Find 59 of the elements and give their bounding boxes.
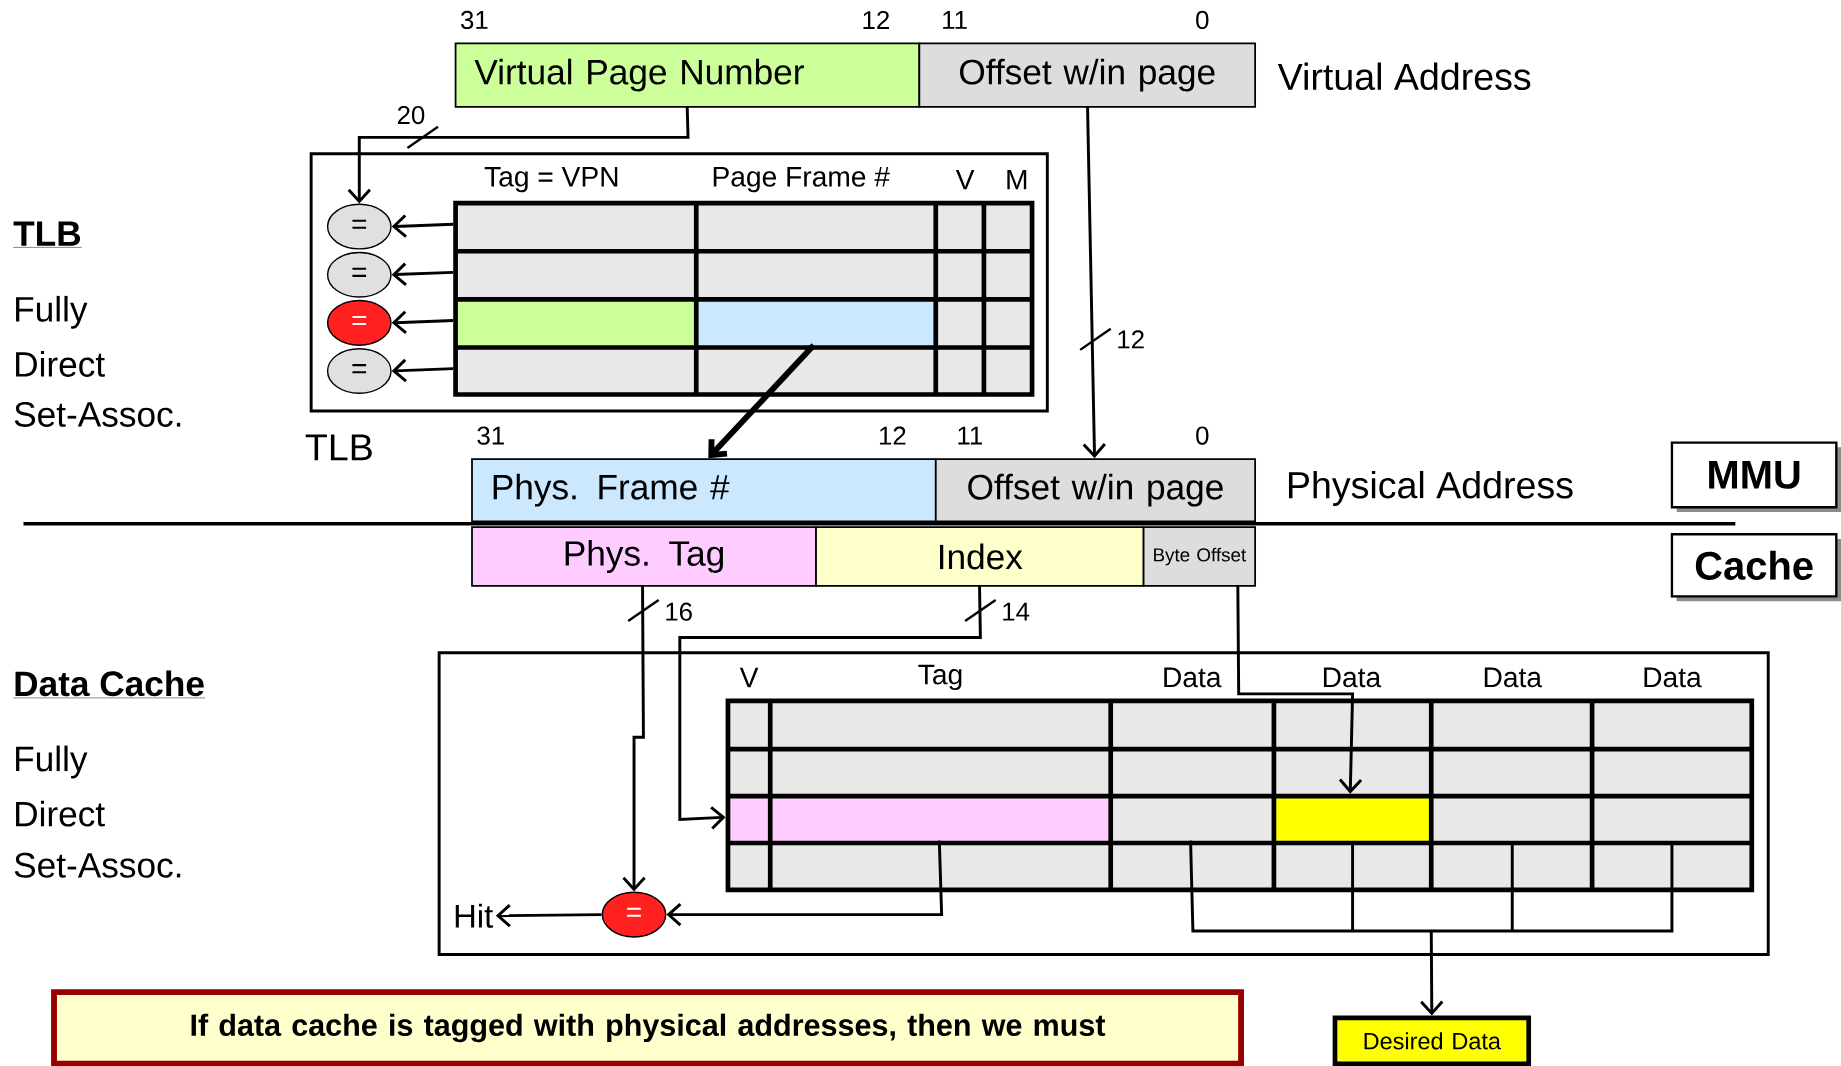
address-field: Byte Offset bbox=[1142, 526, 1256, 587]
edge-label: 12 bbox=[1115, 329, 1147, 350]
arrow bbox=[391, 214, 454, 238]
arrow bbox=[391, 310, 454, 334]
column-header: Data bbox=[1484, 667, 1542, 688]
note-box: If data cache is tagged with physical addresses, then we must bbox=[51, 989, 1244, 1066]
column-header: V bbox=[955, 169, 975, 190]
column-header: Data bbox=[1644, 667, 1702, 688]
section-heading: TLB bbox=[12, 221, 82, 248]
output-box: Desired Data bbox=[1332, 1015, 1532, 1066]
address-field: Phys. Frame # bbox=[471, 458, 937, 523]
column-header: Data bbox=[1323, 667, 1382, 688]
arrow bbox=[1236, 584, 1363, 794]
bit-number: 12 bbox=[879, 426, 906, 445]
bit-number: 31 bbox=[477, 426, 504, 445]
comparator: = bbox=[326, 299, 392, 346]
text-label: Set-Assoc. bbox=[14, 852, 181, 878]
output-label: Hit bbox=[455, 903, 493, 928]
column-header: Data bbox=[1164, 667, 1222, 688]
comparator: = bbox=[326, 251, 392, 298]
arrow bbox=[708, 343, 816, 459]
arrow bbox=[495, 903, 602, 928]
address-field: Index bbox=[815, 526, 1145, 587]
comparator: = bbox=[601, 891, 667, 938]
column-header: M bbox=[1007, 169, 1027, 190]
text-label: Set-Assoc. bbox=[14, 401, 181, 427]
arrow bbox=[622, 584, 646, 892]
text-label: Direct bbox=[16, 800, 105, 827]
column-header: V bbox=[739, 667, 759, 688]
column-header: Page Frame # bbox=[713, 167, 890, 193]
edge-label: 14 bbox=[1000, 601, 1032, 622]
bit-number: 11 bbox=[943, 11, 967, 29]
box-label: TLB bbox=[305, 434, 372, 461]
bit-number: 12 bbox=[863, 10, 889, 29]
column-header: Tag = VPN bbox=[484, 167, 618, 193]
address-field: Offset w/in page bbox=[918, 42, 1256, 108]
section-heading: Data Cache bbox=[12, 670, 206, 699]
arrow bbox=[391, 262, 454, 286]
arrow bbox=[1189, 839, 1674, 1016]
arrow bbox=[347, 105, 690, 204]
text-label: Fully bbox=[16, 295, 88, 329]
comparator: = bbox=[326, 347, 392, 394]
bit-number: 11 bbox=[958, 426, 982, 445]
arrow bbox=[391, 358, 454, 383]
frame-box bbox=[437, 651, 1770, 956]
edge-label: 16 bbox=[663, 601, 695, 622]
section-tag: MMU bbox=[1670, 441, 1841, 512]
arrow bbox=[1082, 105, 1106, 459]
address-field: Offset w/in page bbox=[934, 458, 1256, 523]
address-field: Phys. Tag bbox=[471, 526, 817, 587]
edge-label: 20 bbox=[395, 104, 427, 126]
address-field: Virtual Page Number bbox=[454, 42, 921, 108]
text-label: Physical Address bbox=[1288, 470, 1573, 506]
column-header: Tag bbox=[918, 664, 962, 691]
text-label: Fully bbox=[16, 745, 88, 779]
comparator: = bbox=[326, 203, 392, 250]
text-label: Direct bbox=[16, 351, 105, 377]
arrow bbox=[678, 584, 982, 830]
section-tag: Cache bbox=[1670, 533, 1841, 602]
